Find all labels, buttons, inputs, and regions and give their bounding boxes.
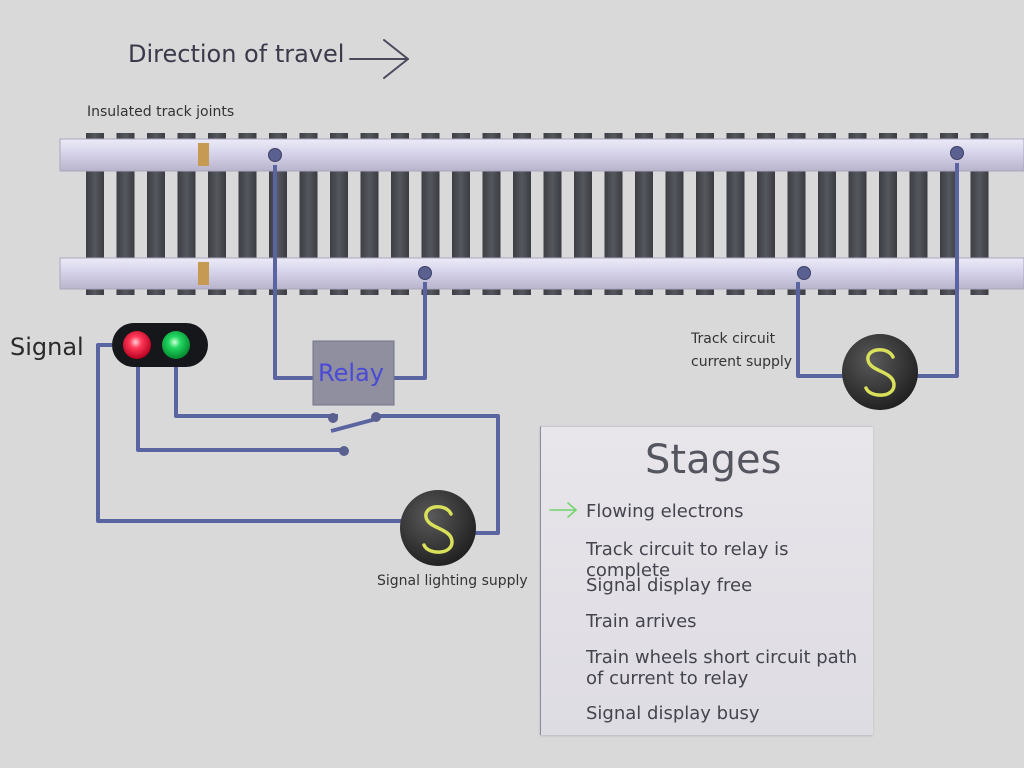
signal-green-lamp	[162, 331, 190, 359]
sleeper	[86, 133, 104, 295]
sleeper	[543, 133, 562, 295]
sleeper	[147, 133, 165, 295]
direction-of-travel-label: Direction of travel	[128, 40, 345, 68]
sleeper	[604, 133, 623, 295]
sleeper	[116, 133, 135, 295]
relay-contact-switch	[328, 412, 381, 456]
signal-head	[112, 323, 208, 367]
sleeper	[299, 133, 318, 295]
stage-item-flowing-electrons[interactable]: Flowing electrons	[586, 501, 744, 522]
current-stage-arrow-icon	[549, 502, 577, 518]
direction-arrow-icon	[349, 39, 409, 79]
wiring	[96, 163, 959, 535]
insulated-joint-top	[198, 143, 209, 166]
sleeper	[482, 133, 501, 295]
signal-label: Signal	[10, 333, 84, 361]
stages-title: Stages	[645, 437, 782, 483]
sleeper	[940, 133, 958, 295]
sleeper	[177, 133, 196, 295]
bottom-rail	[59, 257, 1024, 290]
sleeper	[818, 133, 836, 295]
sleeper	[452, 133, 470, 295]
sleeper	[421, 133, 440, 295]
sleeper	[635, 133, 653, 295]
stage-item-signal-display-free[interactable]: Signal display free	[586, 575, 753, 596]
sleeper	[848, 133, 867, 295]
sleeper	[970, 133, 989, 295]
sleeper	[391, 133, 409, 295]
track-circuit-supply-icon	[842, 334, 918, 410]
sleeper	[909, 133, 928, 295]
track-circuit-supply-label: Track circuit current supply	[691, 331, 793, 370]
sleeper	[665, 133, 684, 295]
stages-panel: Stages Flowing electrons Track circuit t…	[540, 426, 873, 735]
relay-box	[312, 340, 395, 406]
signal-lighting-supply-label: Signal lighting supply	[377, 573, 528, 589]
insulated-joint-bottom	[198, 262, 209, 285]
rail-connection-points	[268, 146, 964, 280]
sleeper	[238, 133, 257, 295]
insulated-joints-label: Insulated track joints	[87, 104, 235, 120]
sleeper	[787, 133, 806, 295]
stage-item-signal-display-busy[interactable]: Signal display busy	[586, 703, 760, 724]
sleeper	[360, 133, 379, 295]
top-rail	[59, 138, 1024, 172]
signal-lighting-supply-icon	[400, 490, 476, 566]
signal-red-lamp	[123, 331, 151, 359]
stage-item-train-arrives[interactable]: Train arrives	[586, 611, 697, 632]
sleeper	[208, 133, 226, 295]
sleeper	[574, 133, 592, 295]
sleeper	[513, 133, 531, 295]
sleeper	[726, 133, 745, 295]
sleeper	[330, 133, 348, 295]
stage-item-short-circuit[interactable]: Train wheels short circuit path of curre…	[586, 647, 858, 689]
sleeper	[757, 133, 775, 295]
stage-item-track-circuit-complete[interactable]: Track circuit to relay is complete	[586, 539, 789, 581]
relay-label: Relay	[318, 359, 384, 387]
sleeper	[879, 133, 897, 295]
sleeper	[696, 133, 714, 295]
